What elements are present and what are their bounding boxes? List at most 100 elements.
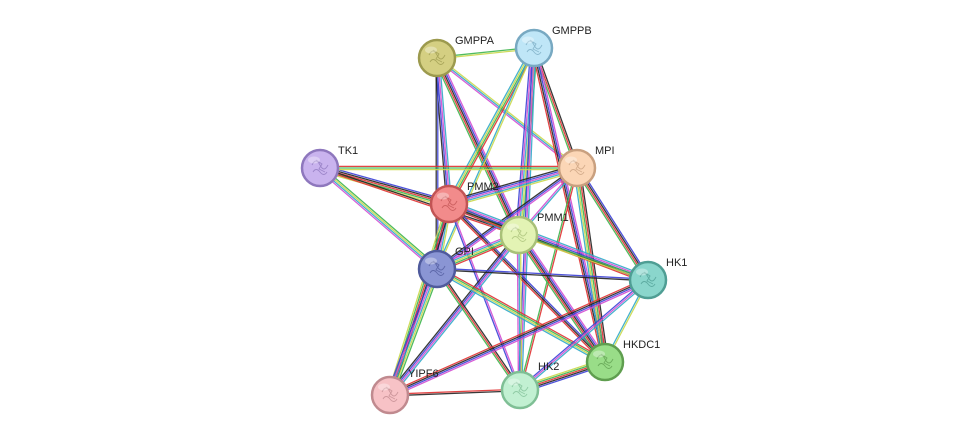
edge-line bbox=[320, 165, 450, 204]
edge-line bbox=[517, 235, 605, 364]
edge-line bbox=[519, 233, 649, 280]
edge-hk1-hk2 bbox=[518, 278, 650, 392]
edge-line bbox=[578, 166, 651, 280]
edge-line bbox=[320, 166, 438, 269]
edge-hk1-yipf6 bbox=[388, 277, 650, 398]
node-pmm1[interactable]: PMM1 bbox=[499, 212, 569, 255]
node-hk1[interactable]: HK1 bbox=[628, 257, 687, 300]
edge-line bbox=[437, 267, 649, 280]
edge-line bbox=[386, 267, 435, 395]
edge-line bbox=[437, 48, 536, 270]
edge-line bbox=[389, 268, 438, 396]
edge-line bbox=[321, 165, 439, 268]
edge-gpi-hk1 bbox=[436, 267, 649, 282]
edge-line bbox=[579, 167, 609, 362]
edge-line bbox=[391, 236, 522, 397]
edge-line bbox=[449, 201, 649, 280]
node-label: MPI bbox=[595, 145, 615, 157]
node-label: TK1 bbox=[338, 145, 358, 157]
protein-structure-icon bbox=[596, 353, 614, 369]
edge-line bbox=[436, 167, 578, 270]
edge-line bbox=[518, 234, 606, 363]
edge-line bbox=[433, 59, 517, 237]
edge-line bbox=[574, 168, 605, 363]
edge-line bbox=[520, 280, 650, 392]
edge-line bbox=[439, 56, 523, 234]
edge-line bbox=[320, 166, 520, 235]
protein-structure-icon bbox=[311, 159, 329, 175]
edge-line bbox=[437, 57, 451, 204]
edge-line bbox=[318, 169, 436, 272]
node-hk2[interactable]: HK2 bbox=[500, 361, 559, 410]
edge-tk1-pmm1 bbox=[319, 166, 520, 237]
edge-line bbox=[436, 269, 648, 282]
node-gmppa[interactable]: GMPPA bbox=[417, 35, 495, 78]
edge-line bbox=[390, 269, 440, 396]
node-label: HK2 bbox=[538, 361, 559, 373]
edge-pmm1-hk1 bbox=[518, 233, 649, 282]
node-label: GMPPB bbox=[552, 25, 592, 37]
node-tk1[interactable]: TK1 bbox=[300, 145, 358, 188]
protein-structure-icon bbox=[568, 159, 586, 175]
edge-line bbox=[449, 170, 579, 208]
edge-line bbox=[387, 233, 518, 394]
node-mpi[interactable]: MPI bbox=[557, 145, 615, 188]
edge-line bbox=[577, 167, 650, 280]
edge-line bbox=[449, 200, 650, 278]
protein-structure-icon bbox=[428, 260, 446, 276]
node-label: GMPPA bbox=[455, 35, 495, 47]
edge-line bbox=[515, 47, 532, 235]
edge-line bbox=[448, 167, 578, 205]
edge-line bbox=[518, 167, 577, 390]
edge-line bbox=[319, 168, 437, 271]
edge-line bbox=[435, 166, 577, 269]
edge-line bbox=[447, 204, 605, 364]
edge-line bbox=[437, 267, 522, 390]
edge-line bbox=[447, 206, 648, 284]
edge-line bbox=[447, 164, 577, 202]
edge-line bbox=[518, 235, 648, 282]
node-highlight bbox=[378, 383, 390, 391]
edge-line bbox=[516, 47, 534, 235]
edge-gmppb-gpi bbox=[435, 47, 536, 270]
edge-mpi-hkdc1 bbox=[573, 167, 609, 363]
node-highlight bbox=[508, 378, 520, 386]
edge-gmppa-pmm2 bbox=[433, 57, 453, 205]
node-highlight bbox=[522, 36, 534, 44]
edge-line bbox=[389, 388, 520, 395]
node-pmm2[interactable]: PMM2 bbox=[429, 181, 499, 224]
edge-line bbox=[518, 278, 648, 390]
edge-pmm1-yipf6 bbox=[387, 233, 522, 397]
edge-mpi-hk1 bbox=[574, 166, 651, 282]
edge-line bbox=[320, 164, 451, 202]
node-highlight bbox=[437, 192, 449, 200]
edge-line bbox=[449, 168, 578, 207]
protein-structure-icon bbox=[639, 271, 657, 287]
edge-line bbox=[389, 278, 648, 395]
edge-line bbox=[388, 234, 519, 395]
node-label: YIPF6 bbox=[408, 368, 439, 380]
protein-structure-icon bbox=[525, 39, 543, 55]
node-label: HK1 bbox=[666, 257, 687, 269]
node-gpi[interactable]: GPI bbox=[417, 246, 474, 289]
node-gmppb[interactable]: GMPPB bbox=[514, 25, 592, 68]
node-hkdc1[interactable]: HKDC1 bbox=[585, 339, 660, 382]
edge-line bbox=[435, 270, 605, 365]
edge-line bbox=[390, 235, 521, 396]
edge-line bbox=[387, 268, 437, 395]
edge-line bbox=[534, 47, 580, 168]
edge-line bbox=[577, 167, 608, 362]
edge-line bbox=[576, 167, 606, 363]
edge-line bbox=[387, 203, 448, 395]
node-yipf6[interactable]: YIPF6 bbox=[370, 368, 439, 415]
edge-line bbox=[446, 46, 533, 204]
node-highlight bbox=[308, 156, 320, 164]
edge-line bbox=[392, 269, 441, 397]
node-highlight bbox=[507, 223, 519, 231]
node-label: HKDC1 bbox=[623, 339, 660, 351]
node-label: PMM1 bbox=[537, 212, 569, 224]
edge-line bbox=[448, 203, 606, 363]
edge-line bbox=[437, 266, 607, 361]
node-highlight bbox=[425, 46, 437, 54]
